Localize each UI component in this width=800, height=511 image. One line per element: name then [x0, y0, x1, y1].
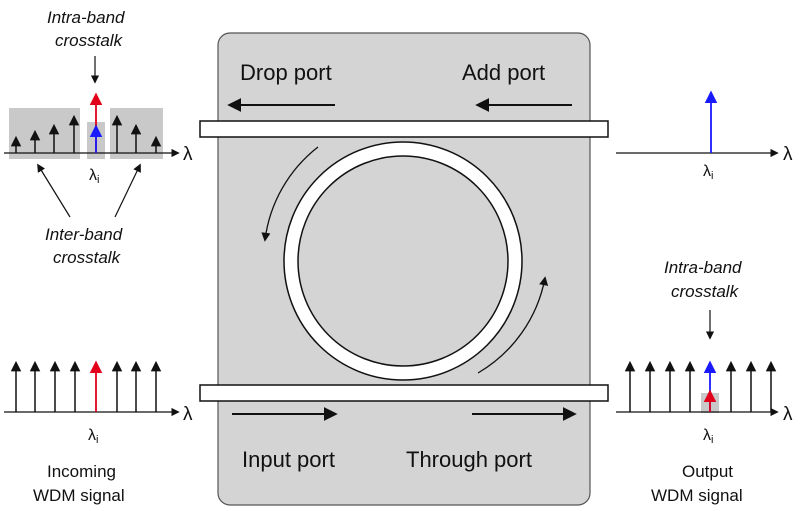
incoming-caption-line1: Incoming	[47, 462, 116, 481]
through-port-label: Through port	[406, 447, 532, 472]
drop-spectrum: λ λi	[4, 92, 193, 186]
incoming-spectrum-lambda: λ	[183, 404, 193, 425]
add-port-label: Add port	[462, 60, 545, 85]
ring-circulation-arrow-left	[261, 146, 319, 242]
output-intra-band-label-line1: Intra-band	[664, 258, 742, 277]
inter-band-label-line2: crosstalk	[53, 248, 122, 267]
inter-band-pointer-left	[37, 163, 71, 218]
output-spectrum-lambda: λ	[783, 404, 793, 425]
inter-band-label-line1: Inter-band	[45, 225, 123, 244]
incoming-lambda-i: λi	[88, 427, 98, 446]
add-spectrum: λ λi	[616, 90, 793, 182]
drop-spectrum-lambda: λ	[183, 144, 193, 165]
top-bus-waveguide	[199, 120, 609, 138]
incoming-caption-line2: WDM signal	[33, 486, 125, 505]
microring-inner-edge	[297, 155, 509, 367]
ring-circulation-arrow-right	[477, 276, 549, 374]
drop-lambda-i: λi	[89, 167, 99, 186]
inter-band-pointer-right	[114, 163, 141, 218]
add-lambda-i: λi	[703, 163, 713, 182]
output-spectrum: λ λi	[616, 360, 793, 446]
output-lambda-i: λi	[703, 427, 713, 446]
output-caption-line1: Output	[682, 462, 733, 481]
intra-band-label-line1: Intra-band	[47, 8, 125, 27]
bottom-bus-waveguide	[199, 384, 609, 402]
input-port-label: Input port	[242, 447, 335, 472]
add-spectrum-lambda: λ	[783, 144, 793, 165]
output-intra-band-label-line2: crosstalk	[671, 282, 740, 301]
intra-band-label-line2: crosstalk	[55, 31, 124, 50]
inter-band-box-left	[9, 108, 80, 159]
output-caption-line2: WDM signal	[651, 486, 743, 505]
drop-port-label: Drop port	[240, 60, 332, 85]
incoming-spectrum: λ λi	[4, 360, 193, 446]
